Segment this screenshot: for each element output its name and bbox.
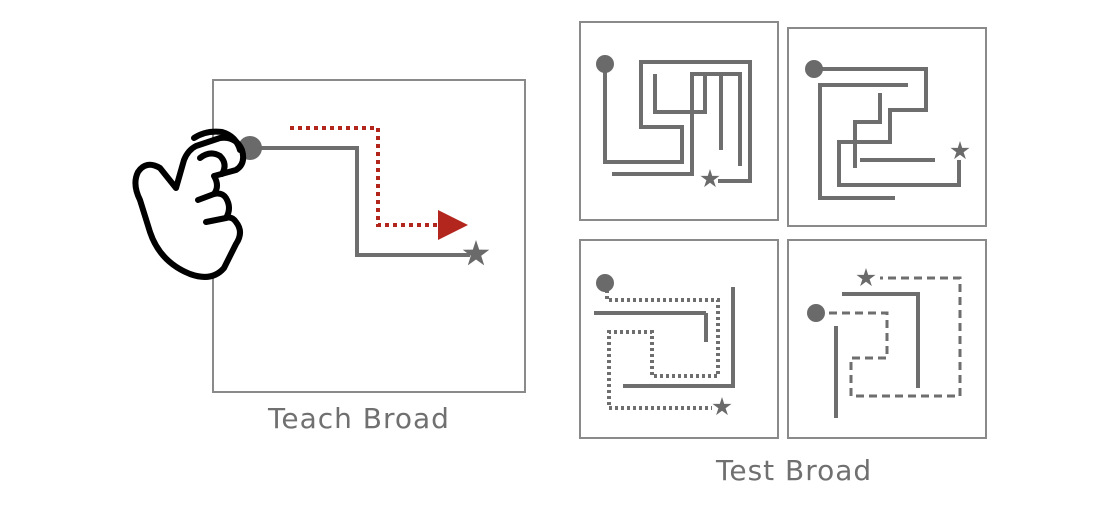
start-dot-icon <box>596 55 614 73</box>
teach-demo-arrow-line <box>290 126 440 227</box>
goal-star-icon <box>950 141 970 160</box>
test-4-path <box>816 276 962 398</box>
test-2-wall <box>818 83 908 200</box>
start-dot-icon <box>596 274 614 292</box>
goal-star-icon <box>462 240 490 266</box>
test-4-wall <box>842 292 920 388</box>
test-1-wall <box>612 72 742 176</box>
test-panel-1-frame <box>579 21 779 221</box>
arrow-head-icon <box>438 210 468 240</box>
teach-caption: Teach Broad <box>268 402 450 435</box>
test-panel-3 <box>579 239 779 439</box>
test-panel-1 <box>579 21 779 221</box>
teach-panel <box>212 79 526 393</box>
pointing-hand-icon <box>132 128 247 280</box>
teach-path <box>250 146 470 257</box>
test-3-wall <box>623 287 735 388</box>
goal-star-icon <box>712 397 732 416</box>
test-caption: Test Broad <box>716 454 873 487</box>
start-dot-icon <box>805 60 823 78</box>
test-panel-3-frame <box>579 239 779 439</box>
test-1-path <box>603 60 752 183</box>
test-2-wall <box>853 93 882 168</box>
test-1-wall <box>653 74 707 114</box>
goal-star-icon <box>856 268 876 287</box>
test-panel-4 <box>787 239 987 439</box>
test-panel-2 <box>787 27 987 227</box>
test-2-path <box>814 67 961 187</box>
start-dot-icon <box>807 304 825 322</box>
goal-star-icon <box>700 169 720 188</box>
teach-panel-frame <box>212 79 526 393</box>
